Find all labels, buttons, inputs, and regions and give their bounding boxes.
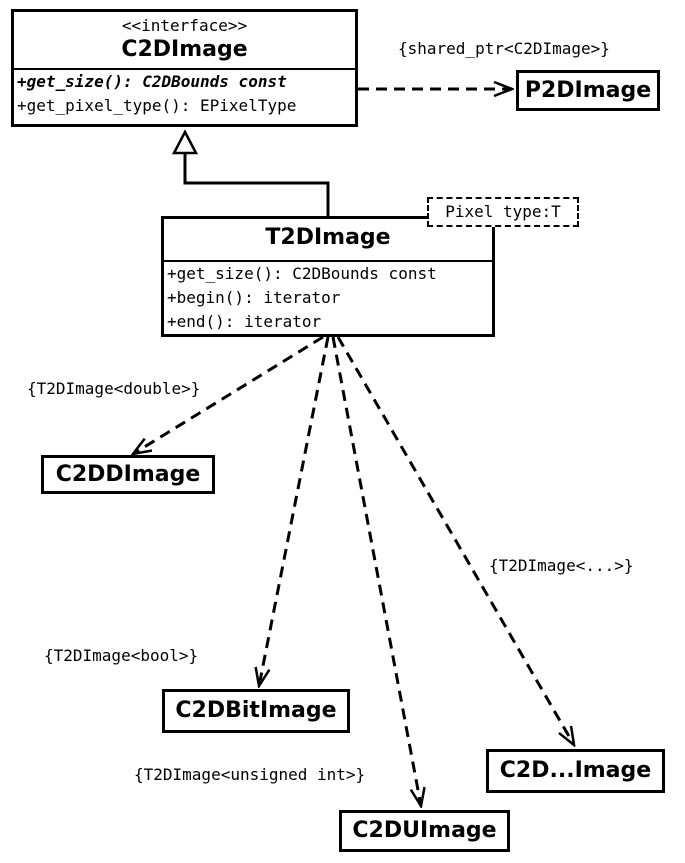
template-parameter-label: Pixel type:T: [445, 202, 561, 221]
binding-arrow-c2duimage: [331, 336, 421, 806]
binding-arrow-c2ddimage: [133, 335, 324, 454]
template-parameter-box: Pixel type:T: [427, 197, 579, 227]
binding-arrow-c2dbitimage: [259, 336, 330, 686]
binding-label-generic: {T2DImage<...>}: [489, 556, 634, 575]
p2dimage-box: P2DImage: [516, 70, 660, 111]
c2dimage-interface-box: <<interface>> C2DImage +get_size(): C2DB…: [11, 9, 358, 127]
method-get-size-abstract: +get_size(): C2DBounds const: [17, 72, 287, 91]
c2ddimage-title: C2DDImage: [55, 462, 201, 487]
generalization-triangle: [171, 129, 199, 155]
shared-ptr-label: {shared_ptr<C2DImage>}: [398, 39, 610, 58]
t2dimage-title: T2DImage: [265, 225, 391, 250]
method-get-pixel-type: +get_pixel_type(): EPixelType: [17, 96, 297, 115]
c2duimage-title: C2DUImage: [352, 818, 497, 843]
p2dimage-title: P2DImage: [524, 78, 652, 103]
method-get-size: +get_size(): C2DBounds const: [167, 264, 437, 283]
binding-label-unsigned-int: {T2DImage<unsigned int>}: [134, 765, 366, 784]
c2dbitimage-title: C2DBitImage: [175, 698, 337, 723]
c2dimage-title: C2DImage: [121, 37, 248, 62]
method-begin: +begin(): iterator: [167, 288, 341, 307]
c2d-dots-image-box: C2D...Image: [486, 749, 665, 793]
binding-label-double: {T2DImage<double>}: [27, 379, 201, 398]
c2dbitimage-box: C2DBitImage: [162, 689, 350, 733]
c2d-dots-image-title: C2D...Image: [499, 758, 652, 783]
c2duimage-box: C2DUImage: [339, 810, 510, 852]
binding-arrow-c2d-dots-image: [336, 336, 574, 745]
binding-label-bool: {T2DImage<bool>}: [44, 646, 199, 665]
generalization-line: [183, 153, 330, 216]
c2ddimage-box: C2DDImage: [41, 455, 215, 494]
stereotype-label: <<interface>>: [121, 16, 248, 35]
t2dimage-box: T2DImage +get_size(): C2DBounds const +b…: [161, 216, 495, 337]
method-end: +end(): iterator: [167, 312, 322, 331]
